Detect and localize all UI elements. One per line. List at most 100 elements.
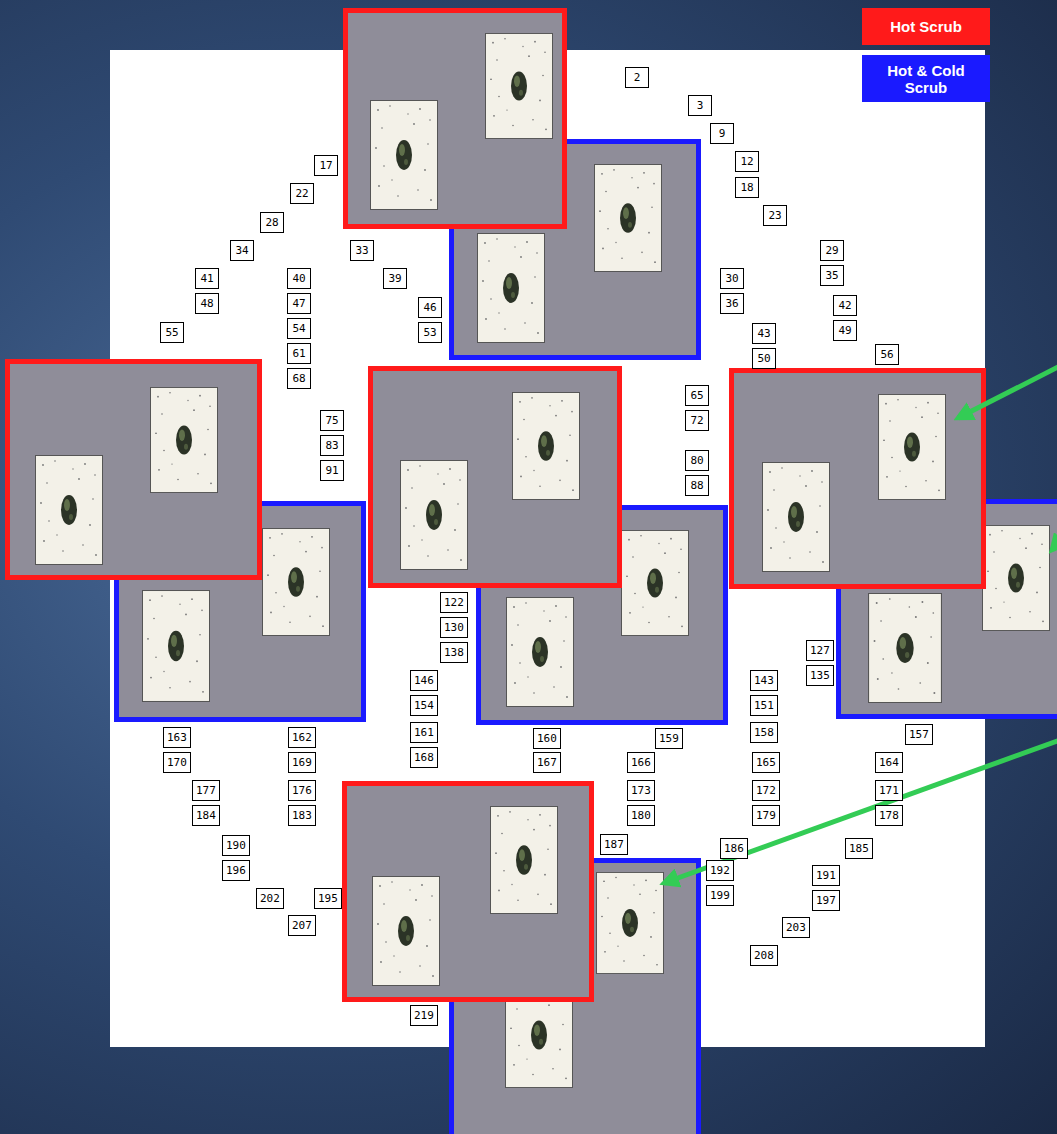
- die-box: 160: [533, 728, 561, 749]
- die-number: 34: [234, 243, 250, 258]
- die-number: 2: [629, 70, 645, 85]
- die-number: 168: [414, 750, 434, 765]
- die-number: 203: [786, 920, 806, 935]
- die-box: 83: [320, 435, 344, 456]
- die-number: 167: [537, 755, 557, 770]
- die-box: 161: [410, 722, 438, 743]
- die-number: 91: [324, 463, 340, 478]
- die-box: 167: [533, 752, 561, 773]
- die-box: 33: [350, 240, 374, 261]
- die-number: 122: [444, 595, 464, 610]
- die-number: 170: [167, 755, 187, 770]
- die-number: 135: [810, 668, 830, 683]
- die-box: 179: [752, 805, 780, 826]
- die-box: 72: [685, 410, 709, 431]
- die-box: 143: [750, 670, 778, 691]
- die-number: 22: [294, 186, 310, 201]
- die-number: 49: [837, 323, 853, 338]
- die-box: 163: [163, 727, 191, 748]
- die-box: 41: [195, 268, 219, 289]
- die-box: 18: [735, 177, 759, 198]
- die-number: 183: [292, 808, 312, 823]
- die-number: 80: [689, 453, 705, 468]
- die-box: 199: [706, 885, 734, 906]
- die-box: 22: [290, 183, 314, 204]
- die-number: 36: [724, 296, 740, 311]
- hot-photo: [346, 11, 565, 227]
- pointer-arrow: [958, 366, 1057, 418]
- die-box: 203: [782, 917, 810, 938]
- die-box: 23: [763, 205, 787, 226]
- die-box: 197: [812, 890, 840, 911]
- die-box: 202: [256, 888, 284, 909]
- die-number: 184: [196, 808, 216, 823]
- die-box: 192: [706, 860, 734, 881]
- die-number: 173: [631, 783, 651, 798]
- die-box: 162: [288, 727, 316, 748]
- die-box: 164: [875, 752, 903, 773]
- die-box: 184: [192, 805, 220, 826]
- die-number: 17: [318, 158, 334, 173]
- die-number: 50: [756, 351, 772, 366]
- die-number: 180: [631, 808, 651, 823]
- die-number: 197: [816, 893, 836, 908]
- die-box: 159: [655, 728, 683, 749]
- die-number: 3: [692, 98, 708, 113]
- die-number: 88: [689, 478, 705, 493]
- die-box: 157: [905, 724, 933, 745]
- die-number: 186: [724, 841, 744, 856]
- die-box: 176: [288, 780, 316, 801]
- die-number: 160: [537, 731, 557, 746]
- die-box: 40: [287, 268, 311, 289]
- die-number: 65: [689, 388, 705, 403]
- die-number: 146: [414, 673, 434, 688]
- die-number: 207: [292, 918, 312, 933]
- die-box: 154: [410, 695, 438, 716]
- die-number: 9: [714, 126, 730, 141]
- die-box: 183: [288, 805, 316, 826]
- hot-photo: [8, 362, 260, 578]
- die-box: 28: [260, 212, 284, 233]
- die-box: 50: [752, 348, 776, 369]
- die-number: 162: [292, 730, 312, 745]
- die-box: 12: [735, 151, 759, 172]
- die-number: 187: [604, 837, 624, 852]
- die-box: 191: [812, 865, 840, 886]
- die-box: 68: [287, 368, 311, 389]
- die-box: 178: [875, 805, 903, 826]
- die-number: 190: [226, 838, 246, 853]
- die-box: 196: [222, 860, 250, 881]
- die-number: 40: [291, 271, 307, 286]
- die-box: 130: [440, 617, 468, 638]
- die-number: 23: [767, 208, 783, 223]
- hot-photo: [345, 784, 592, 1000]
- die-number: 151: [754, 698, 774, 713]
- die-box: 39: [383, 268, 407, 289]
- die-number: 72: [689, 413, 705, 428]
- die-number: 202: [260, 891, 280, 906]
- die-number: 178: [879, 808, 899, 823]
- die-box: 180: [627, 805, 655, 826]
- die-number: 39: [387, 271, 403, 286]
- die-number: 12: [739, 154, 755, 169]
- die-box: 53: [418, 322, 442, 343]
- die-number: 54: [291, 321, 307, 336]
- die-number: 208: [754, 948, 774, 963]
- die-box: 177: [192, 780, 220, 801]
- die-number: 127: [810, 643, 830, 658]
- legend-text: Hot & Cold Scrub: [872, 62, 980, 96]
- pointer-arrow: [1052, 538, 1057, 550]
- die-number: 56: [879, 347, 895, 362]
- die-number: 130: [444, 620, 464, 635]
- die-box: 207: [288, 915, 316, 936]
- die-number: 163: [167, 730, 187, 745]
- die-box: 2: [625, 67, 649, 88]
- die-box: 48: [195, 293, 219, 314]
- die-number: 195: [318, 891, 338, 906]
- die-number: 157: [909, 727, 929, 742]
- die-number: 68: [291, 371, 307, 386]
